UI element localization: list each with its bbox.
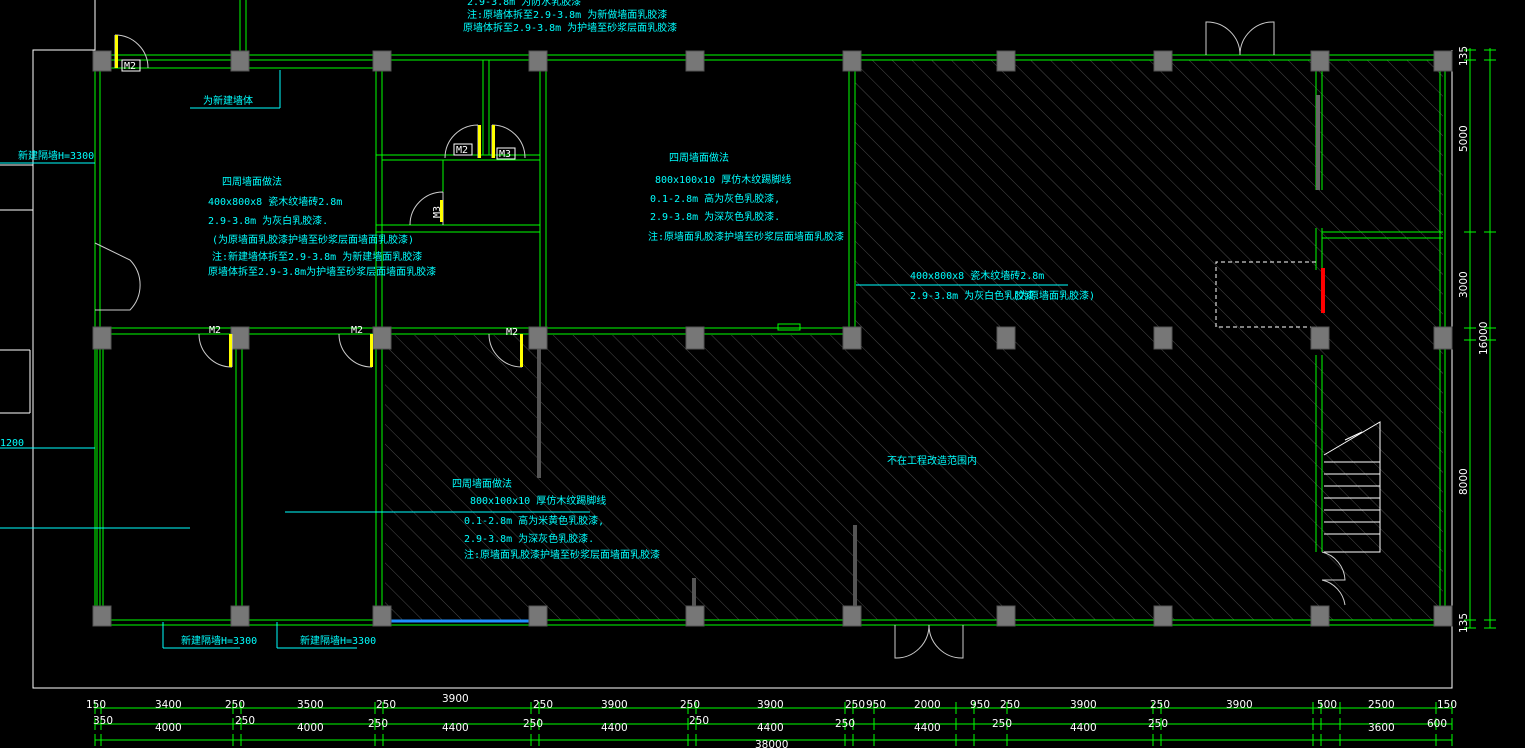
left-height: 新建隔墙H=3300	[18, 149, 94, 162]
dim-top: 3400	[155, 699, 182, 711]
right-note-1: 400x800x8 瓷木纹墙砖2.8m	[910, 269, 1044, 282]
dim-top: 250	[376, 699, 396, 711]
dim-right: 5000	[1458, 125, 1470, 152]
dim-top: 150	[1437, 699, 1457, 711]
dim-right: 3000	[1458, 271, 1470, 298]
dim-bottom: 4000	[297, 722, 324, 734]
dim-top: 3900	[442, 693, 469, 705]
cutout-outline	[1215, 261, 1316, 328]
room1-line3: (为原墙面乳胶漆护墙至砂浆层面墙面乳胶漆)	[212, 233, 414, 246]
lower-line3: 2.9-3.8m 为深灰色乳胶漆.	[464, 532, 594, 545]
door-tags: M2 M2 M3 M3 M2 M2 M2	[121, 59, 518, 338]
lower-line2: 0.1-2.8m 高为米黄色乳胶漆,	[464, 514, 604, 527]
room1-title: 四周墙面做法	[222, 175, 282, 188]
dim-right: 16000	[1478, 322, 1490, 355]
dimension-ticks	[94, 49, 1496, 746]
dimension-lines	[95, 48, 1491, 741]
room2-line3: 2.9-3.8m 为深灰色乳胶漆.	[650, 210, 780, 223]
hatched-area-right	[855, 60, 1443, 620]
dim-top: 500	[1317, 699, 1337, 711]
dim-bottom: 4000	[155, 722, 182, 734]
dim-top: 250	[845, 699, 865, 711]
room1-line2: 2.9-3.8m 为灰白乳胶漆.	[208, 214, 328, 227]
dim-bottom: 250	[835, 718, 855, 730]
door-tag: M2	[456, 145, 468, 156]
lower-line1: 800x100x10 厚仿木纹踢脚线	[470, 494, 606, 507]
dim-top: 250	[225, 699, 245, 711]
dim-top: 950	[866, 699, 886, 711]
room1-line4: 注:新建墙体拆至2.9-3.8m 为新建墙面乳胶漆	[212, 250, 422, 263]
dim-bottom: 250	[1148, 718, 1168, 730]
door-tag: M2	[124, 61, 136, 72]
dim-top: 3900	[1226, 699, 1253, 711]
dim-bottom: 250	[235, 715, 255, 727]
room2-line4: 注:原墙面乳胶漆护墙至砂浆层面墙面乳胶漆	[648, 230, 844, 243]
dim-top: 3900	[1070, 699, 1097, 711]
walls	[94, 0, 1446, 626]
bottom-height-2: 新建隔墙H=3300	[300, 634, 376, 647]
dim-top: 250	[680, 699, 700, 711]
outer-frame	[32, 0, 1453, 689]
door-tag: M3	[432, 206, 443, 218]
dim-top: 3900	[757, 699, 784, 711]
bottom-height-1: 新建隔墙H=3300	[181, 634, 257, 647]
dim-top: 950	[970, 699, 990, 711]
left-1200: 1200	[0, 438, 24, 449]
room2-line2: 0.1-2.8m 高为灰色乳胶漆,	[650, 192, 780, 205]
dim-right: 135	[1458, 46, 1470, 66]
dim-top: 3900	[601, 699, 628, 711]
dim-top: 2000	[914, 699, 941, 711]
room2-title: 四周墙面做法	[669, 151, 729, 164]
dim-top: 250	[1000, 699, 1020, 711]
door-tag: M3	[499, 149, 511, 160]
dim-bottom: 4400	[914, 722, 941, 734]
lower-line4: 注:原墙面乳胶漆护墙至砂浆层面墙面乳胶漆	[464, 548, 660, 561]
dim-bottom: 250	[368, 718, 388, 730]
dim-bottom: 250	[992, 718, 1012, 730]
room1-line1: 400x800x8 瓷木纹墙砖2.8m	[208, 195, 342, 208]
note-top-3: 原墙体拆至2.9-3.8m 为护墙至砂浆层面乳胶漆	[463, 21, 677, 34]
leader-lines	[0, 70, 1068, 649]
room2-line1: 800x100x10 厚仿木纹踢脚线	[655, 173, 791, 186]
lower-title: 四周墙面做法	[452, 477, 512, 490]
left-label: 为新建墙体	[203, 94, 253, 107]
columns	[92, 50, 1453, 627]
dim-bottom: 4400	[442, 722, 469, 734]
dim-top: 250	[1150, 699, 1170, 711]
dim-bottom: 3600	[1368, 722, 1395, 734]
dim-total: 38000	[755, 739, 788, 748]
right-note-2: 2.9-3.8m 为灰白色乳胶漆.	[910, 289, 1040, 302]
room1-line5: 原墙体拆至2.9-3.8m为护墙至砂浆层面墙面乳胶漆	[208, 265, 436, 278]
dim-right: 135	[1458, 613, 1470, 633]
dim-top: 3500	[297, 699, 324, 711]
dim-right: 8000	[1458, 468, 1470, 495]
dim-top: 150	[86, 699, 106, 711]
note-top-2: 注:原墙体拆至2.9-3.8m 为新做墙面乳胶漆	[467, 8, 667, 21]
door-tag: M2	[506, 327, 518, 338]
dim-bottom: 250	[689, 715, 709, 727]
scope-note: 不在工程改造范围内	[887, 454, 977, 467]
dim-bottom-row: 350 4000 250 4000 250 4400 250 4400 250 …	[93, 715, 1447, 748]
stair	[1323, 421, 1381, 553]
dim-bottom: 350	[93, 715, 113, 727]
hatched-area-lower	[385, 335, 855, 620]
right-note-3: (为原墙面乳胶漆)	[1013, 289, 1095, 302]
dim-bottom: 4400	[757, 722, 784, 734]
dim-top: 2500	[1368, 699, 1395, 711]
door-tag: M2	[209, 325, 221, 336]
dim-bottom: 250	[523, 718, 543, 730]
dim-right: 135 5000 3000 16000 8000 135	[1458, 46, 1490, 633]
annotations: 2.9-3.8m 为防水乳胶漆 注:原墙体拆至2.9-3.8m 为新做墙面乳胶漆…	[0, 0, 1095, 647]
door-tag: M2	[351, 325, 363, 336]
note-top-1: 2.9-3.8m 为防水乳胶漆	[467, 0, 581, 8]
dim-top-row: 150 3400 250 3500 250 3900 250 3900 250 …	[86, 693, 1457, 711]
dim-bottom: 600	[1427, 718, 1447, 730]
dim-bottom: 4400	[601, 722, 628, 734]
dim-bottom: 4400	[1070, 722, 1097, 734]
dim-top: 250	[533, 699, 553, 711]
